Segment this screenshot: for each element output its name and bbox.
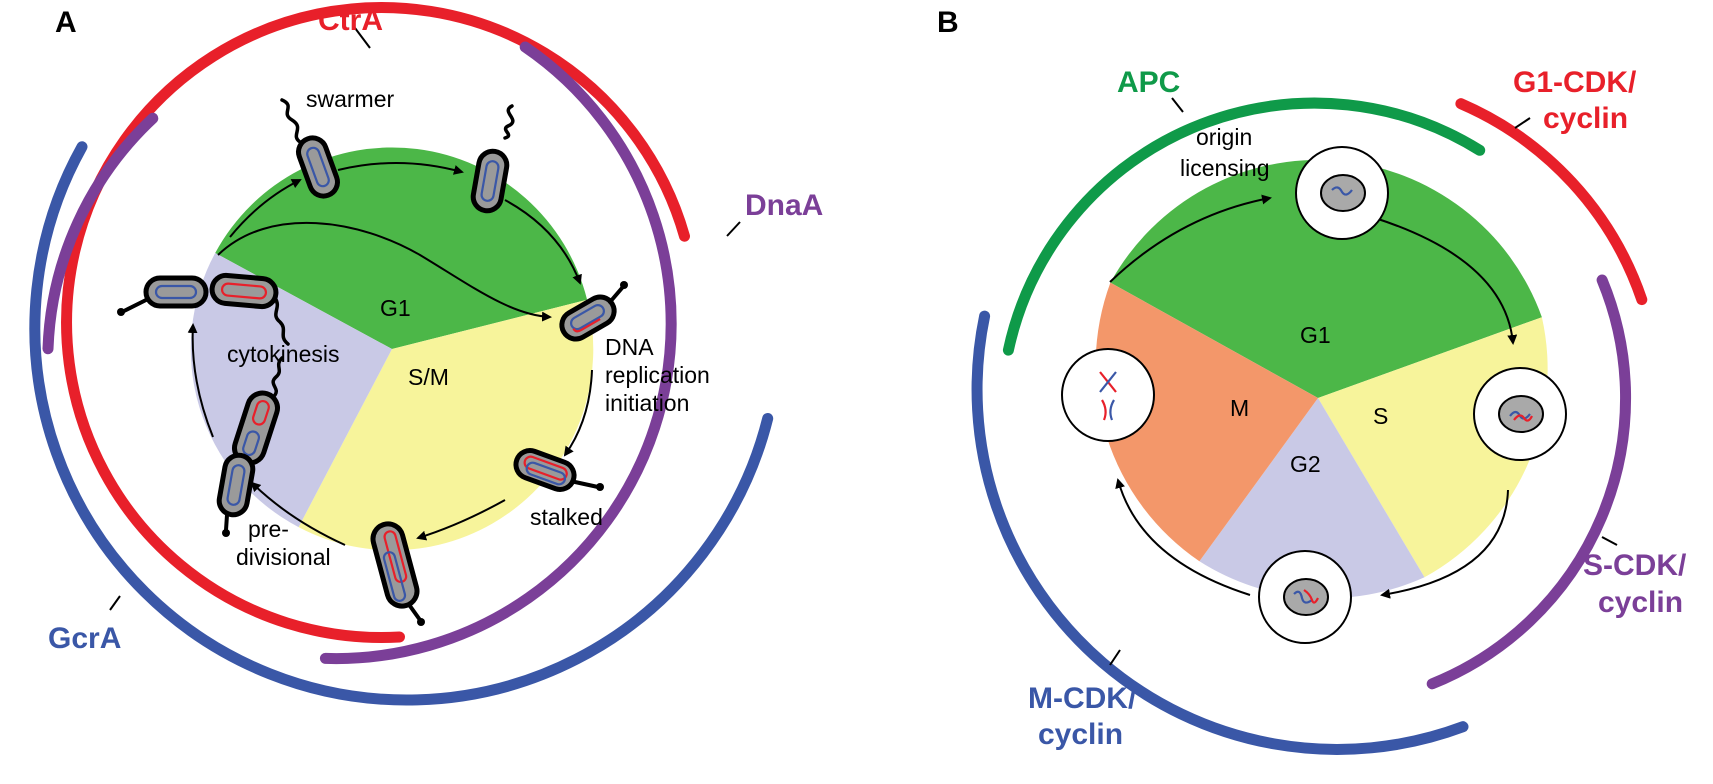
stalk-icon: [608, 286, 624, 304]
apc-label: APC: [1117, 66, 1180, 99]
flagellum-icon: [280, 98, 302, 144]
apc-leader: [1171, 97, 1184, 113]
phase-label-g1: G1: [380, 295, 411, 321]
s-cdk-arc: [1426, 274, 1632, 690]
predivisional-cell-icon: [216, 452, 256, 518]
stage-label-dna-1: DNA: [605, 334, 654, 360]
panel-b-regulator-arcs: [971, 97, 1648, 755]
stage-label-licensing: licensing: [1180, 155, 1270, 181]
flagellum-icon: [273, 296, 290, 346]
stalk-icon: [122, 298, 148, 313]
stalked-cell-icon: [513, 448, 577, 492]
panel-a-transitions: [187, 162, 593, 546]
panel-a-regulator-arcs: [29, 2, 774, 706]
holdfast-icon: [620, 281, 628, 289]
transition-arrow: [250, 481, 346, 546]
dnaa-arc-left: [42, 112, 159, 355]
holdfast-icon: [117, 308, 125, 316]
gcra-label: GcrA: [48, 622, 121, 655]
predivisional-cell-icon: [370, 521, 420, 609]
transition-arrow: [229, 179, 302, 238]
g1-cdk-arc: [1455, 98, 1648, 306]
phase-label-s: S: [1373, 403, 1388, 429]
phase-wedge-m: [1095, 282, 1318, 562]
dnaa-label: DnaA: [745, 189, 823, 222]
m-cdk-leader: [1109, 649, 1121, 666]
stage-label-swarmer: swarmer: [306, 86, 395, 112]
apc-arc: [1002, 97, 1486, 356]
stalk-icon: [224, 513, 229, 532]
phase-label-g2: G2: [1290, 451, 1321, 477]
phase-label-m: M: [1230, 395, 1249, 421]
dnaa-arc-right: [319, 41, 677, 665]
panel-b-transitions: [1109, 194, 1518, 599]
transition-arrow: [416, 499, 506, 541]
panel-b-pie: [1095, 159, 1548, 599]
ctra-label: CtrA: [318, 4, 383, 37]
panel-b: B APC G1-CDK/ cyclin: [937, 6, 1687, 755]
s-cdk-label-2: cyclin: [1598, 586, 1683, 619]
stage-label-origin: origin: [1196, 124, 1252, 150]
transition-arrow: [1374, 217, 1518, 345]
dnaa-leader: [726, 221, 741, 237]
g1-cdk-label-1: G1-CDK/: [1513, 66, 1637, 99]
phase-label-cytokinesis: cytokinesis: [227, 341, 339, 367]
g1-cdk-leader: [1514, 117, 1531, 129]
transition-arrow: [1380, 489, 1509, 599]
phase-wedge-sm: [298, 299, 594, 551]
stage-label-dna-3: initiation: [605, 390, 689, 416]
stage-label-dna-2: replication: [605, 362, 710, 388]
panel-b-letter: B: [937, 6, 959, 39]
transition-arrow: [563, 369, 593, 457]
stalk-icon: [408, 604, 422, 622]
ctra-leader: [354, 27, 371, 49]
swarmer-cell-icon: [470, 148, 510, 214]
transition-arrow: [504, 199, 582, 285]
g2-cell-icon: [1258, 550, 1352, 644]
flagellum-icon: [271, 356, 284, 397]
phase-wedge-g2: [1199, 398, 1425, 599]
g1-cell-icon: [1295, 146, 1389, 240]
phase-wedge-g1: [1110, 159, 1542, 398]
gcra-arc: [29, 141, 774, 706]
flagellum-icon: [503, 104, 515, 140]
dividing-cell-icon: [143, 275, 209, 309]
phase-label-sm: S/M: [408, 364, 449, 390]
transition-arrow: [1109, 194, 1272, 283]
gcra-leader: [109, 595, 121, 611]
swarmer-cell-icon: [296, 135, 340, 199]
s-cell-icon: [1473, 367, 1567, 461]
stage-label-stalked: stalked: [530, 504, 603, 530]
m-cell-icon: [1061, 348, 1155, 442]
transition-arrow: [187, 323, 214, 438]
s-cdk-leader: [1601, 536, 1618, 546]
stalk-icon: [573, 480, 600, 489]
transition-arrow: [337, 162, 464, 175]
stage-label-pre: pre-: [248, 516, 289, 542]
swarmer-to-stalked-arrow: [217, 221, 552, 322]
panel-a-letter: A: [55, 6, 77, 39]
m-cdk-label-1: M-CDK/: [1028, 682, 1137, 715]
m-cdk-label-2: cyclin: [1038, 718, 1123, 751]
holdfast-icon: [417, 618, 425, 626]
panel-a: A CtrA DnaA: [29, 2, 823, 706]
stage-label-divisional: divisional: [236, 544, 331, 570]
dividing-cell-icon: [209, 272, 279, 310]
holdfast-icon: [596, 483, 604, 491]
transition-arrow: [1115, 478, 1251, 596]
stalked-cell-icon: [559, 294, 617, 342]
holdfast-icon: [222, 529, 230, 537]
s-cdk-label-1: S-CDK/: [1583, 549, 1687, 582]
g1-cdk-label-2: cyclin: [1543, 102, 1628, 135]
bacteria-cells: [117, 98, 628, 626]
m-cdk-arc: [971, 310, 1469, 755]
phase-label-g1: G1: [1300, 322, 1331, 348]
